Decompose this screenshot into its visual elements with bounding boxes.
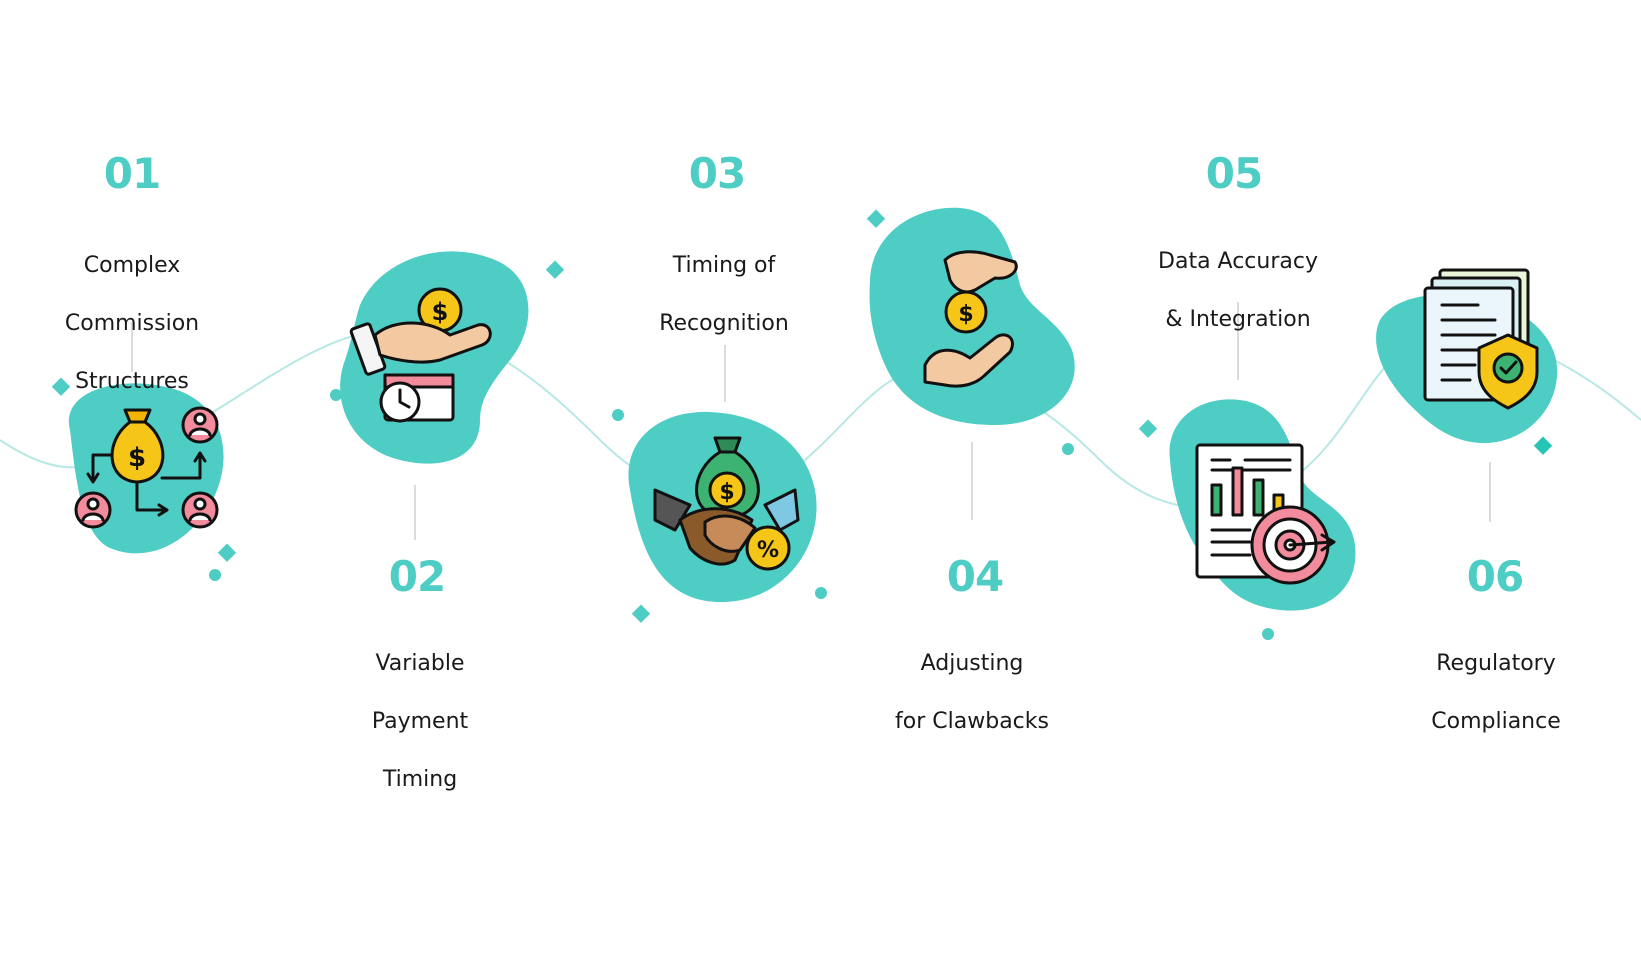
decorative-dots bbox=[51, 209, 1553, 640]
step-04-label: Adjusting for Clawbacks bbox=[852, 620, 1092, 765]
svg-text:$: $ bbox=[128, 443, 146, 473]
step-05-label: Data Accuracy & Integration bbox=[1118, 218, 1358, 363]
step-01-label-line: Commission bbox=[64, 311, 200, 336]
step-06-label-line: Regulatory bbox=[1436, 651, 1556, 676]
step-05-label-line: Data Accuracy bbox=[1158, 249, 1318, 274]
svg-text:%: % bbox=[757, 538, 779, 563]
step-02-label-line: Timing bbox=[382, 767, 458, 792]
step-03-label-line: Timing of bbox=[672, 253, 776, 278]
step-06-label: Regulatory Compliance bbox=[1376, 620, 1616, 765]
step-04-number: 04 bbox=[946, 552, 1004, 601]
step-01-label-line: Structures bbox=[75, 369, 189, 394]
money-bag-distribution-icon: $ bbox=[74, 406, 219, 529]
step-03-label-line: Recognition bbox=[659, 311, 789, 336]
step-02-label-line: Variable bbox=[375, 651, 465, 676]
step-03-label: Timing of Recognition bbox=[604, 222, 844, 367]
step-01-label: Complex Commission Structures bbox=[12, 222, 252, 425]
step-04-label-line: for Clawbacks bbox=[895, 709, 1049, 734]
step-02-number: 02 bbox=[388, 552, 446, 601]
connector-wave bbox=[0, 327, 1641, 509]
step-02-label-line: Payment bbox=[371, 709, 469, 734]
svg-text:$: $ bbox=[958, 302, 973, 327]
step-04-label-line: Adjusting bbox=[920, 651, 1024, 676]
step-05-number: 05 bbox=[1205, 149, 1263, 198]
hand-coin-calendar-clock-icon: $ bbox=[349, 287, 492, 423]
step-05-label-line: & Integration bbox=[1165, 307, 1311, 332]
report-chart-target-icon bbox=[1195, 443, 1336, 585]
documents-shield-check-icon bbox=[1423, 268, 1539, 410]
step-01-label-line: Complex bbox=[83, 253, 181, 278]
step-06-number: 06 bbox=[1466, 552, 1524, 601]
step-01-number: 01 bbox=[103, 149, 161, 198]
svg-text:$: $ bbox=[432, 298, 449, 326]
hand-giving-coin-icon: $ bbox=[923, 250, 1018, 388]
step-02-label: Variable Payment Timing bbox=[300, 620, 540, 823]
svg-text:$: $ bbox=[719, 480, 734, 505]
step-03-number: 03 bbox=[688, 149, 746, 198]
step-06-label-line: Compliance bbox=[1431, 709, 1561, 734]
money-bag-handshake-percent-icon: $ % bbox=[653, 436, 800, 571]
